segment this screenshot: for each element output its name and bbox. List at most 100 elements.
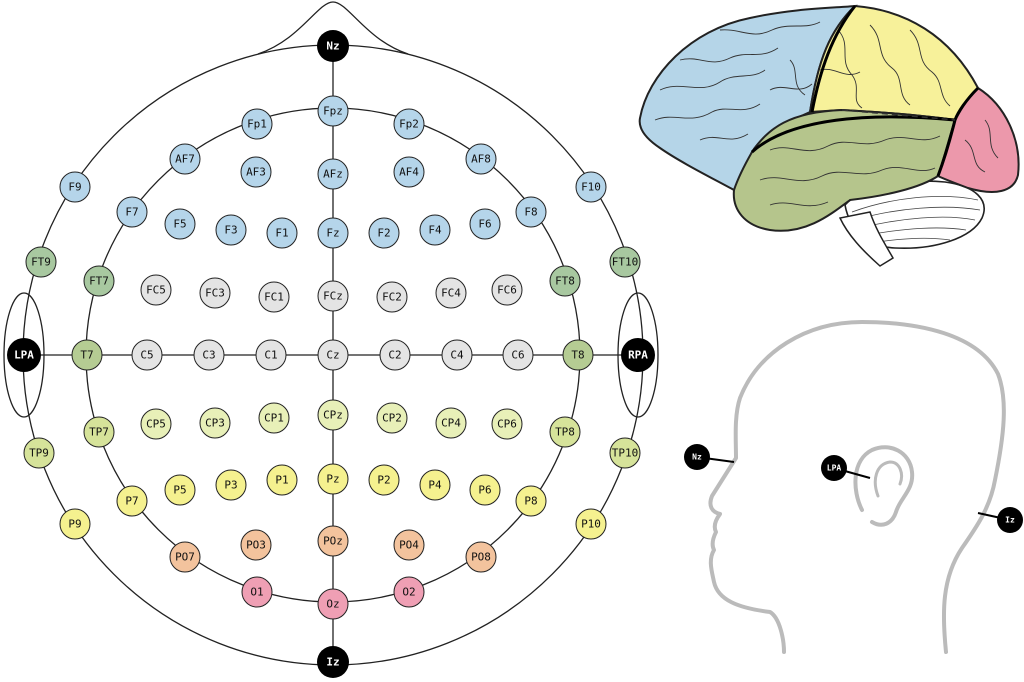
electrode-label: TP8 <box>555 426 575 439</box>
electrode-marker <box>240 156 272 188</box>
electrode-marker <box>23 437 55 469</box>
electrode-label: P7 <box>125 495 138 508</box>
electrode-label: O2 <box>402 586 415 599</box>
electrode-p9: P9 <box>59 508 91 540</box>
electrode-label: TP9 <box>29 447 49 460</box>
electrode-label: F10 <box>581 181 601 194</box>
electrode-marker <box>376 402 408 434</box>
electrode-p7: P7 <box>116 485 148 517</box>
electrode-marker <box>465 541 497 573</box>
electrode-t8: T8 <box>562 339 594 371</box>
brain-stem <box>838 211 895 267</box>
electrode-marker <box>469 474 501 506</box>
electrode-marker <box>419 469 451 501</box>
electrode-label: FC2 <box>382 291 402 304</box>
electrode-marker <box>131 339 163 371</box>
electrode-label: PO4 <box>399 539 419 552</box>
electrode-label: CP3 <box>205 417 225 430</box>
electrode-p5: P5 <box>164 474 196 506</box>
fiducial-rpa: RPA <box>621 338 655 372</box>
electrode-marker <box>549 416 581 448</box>
electrode-label: T7 <box>80 349 93 362</box>
electrode-label: FC3 <box>205 287 225 300</box>
electrode-label: O1 <box>250 586 263 599</box>
fiducial-nz-label: Nz <box>326 40 339 53</box>
electrode-cp1: CP1 <box>258 402 290 434</box>
electrode-label: Oz <box>326 598 339 611</box>
electrode-f3: F3 <box>215 214 247 246</box>
electrode-f8: F8 <box>515 196 547 228</box>
electrode-po7: PO7 <box>169 541 201 573</box>
electrode-marker <box>515 485 547 517</box>
electrode-label: AF3 <box>246 166 266 179</box>
electrode-tp7: TP7 <box>83 416 115 448</box>
electrode-ft10: FT10 <box>609 246 641 278</box>
electrode-label: Fpz <box>323 105 343 118</box>
electrode-label: FC6 <box>497 284 517 297</box>
electrode-label: P3 <box>224 479 237 492</box>
electrode-marker <box>393 576 425 608</box>
electrode-cp6: CP6 <box>491 408 523 440</box>
electrode-po3: PO3 <box>240 529 272 561</box>
electrode-fp2: Fp2 <box>393 108 425 140</box>
electrode-marker <box>435 407 467 439</box>
electrode-label: P4 <box>428 479 442 492</box>
electrode-label: C1 <box>264 349 277 362</box>
electrode-marker <box>393 529 425 561</box>
electrode-marker <box>83 265 115 297</box>
electrode-label: C3 <box>202 349 215 362</box>
electrode-c2: C2 <box>379 339 411 371</box>
electrode-label: AF7 <box>175 153 195 166</box>
electrode-cp5: CP5 <box>140 408 172 440</box>
electrode-marker <box>169 143 201 175</box>
electrode-cp3: CP3 <box>199 407 231 439</box>
electrode-tp9: TP9 <box>23 437 55 469</box>
electrode-ft9: FT9 <box>25 246 57 278</box>
electrode-label: P2 <box>377 474 390 487</box>
brain-illustration <box>638 4 1020 267</box>
electrode-label: C2 <box>388 349 401 362</box>
electrode-o1: O1 <box>241 576 273 608</box>
fiducial-iz: Iz <box>317 646 349 678</box>
electrode-label: P6 <box>478 484 491 497</box>
electrode-marker <box>435 277 467 309</box>
electrode-fc3: FC3 <box>199 277 231 309</box>
electrode-marker <box>215 469 247 501</box>
electrode-marker <box>140 274 172 306</box>
electrode-marker <box>71 339 103 371</box>
electrode-marker <box>491 408 523 440</box>
electrode-marker <box>317 95 349 127</box>
electrode-label: FCz <box>323 290 343 303</box>
electrode-marker <box>164 208 196 240</box>
parieto-temporal-boundary <box>841 109 956 121</box>
electrode-label: F4 <box>428 224 442 237</box>
electrode-ft8: FT8 <box>549 265 581 297</box>
electrode-marker <box>199 407 231 439</box>
electrode-fc2: FC2 <box>376 281 408 313</box>
electrode-fc1: FC1 <box>258 281 290 313</box>
electrode-marker <box>368 217 400 249</box>
electrode-marker <box>241 576 273 608</box>
electrode-label: FT7 <box>89 275 109 288</box>
nose-outline <box>257 1 409 55</box>
electrode-cpz: CPz <box>317 399 349 431</box>
electrode-label: Cz <box>326 349 339 362</box>
electrode-marker <box>575 508 607 540</box>
fiducial-nz: Nz <box>317 30 349 62</box>
electrode-p8: P8 <box>515 485 547 517</box>
electrode-label: F8 <box>524 206 537 219</box>
electrode-p6: P6 <box>469 474 501 506</box>
electrode-label: F2 <box>377 227 390 240</box>
ear-inner-outline <box>873 460 904 498</box>
electrode-label: P8 <box>524 495 537 508</box>
electrode-label: CP5 <box>146 418 166 431</box>
electrode-marker <box>562 339 594 371</box>
electrode-label: P5 <box>173 484 186 497</box>
electrode-ft7: FT7 <box>83 265 115 297</box>
electrode-label: CPz <box>323 409 343 422</box>
electrode-label: P10 <box>581 518 601 531</box>
fiducial-lpa: LPA <box>7 338 41 372</box>
electrode-label: AF8 <box>471 153 491 166</box>
electrode-label: F3 <box>224 224 237 237</box>
